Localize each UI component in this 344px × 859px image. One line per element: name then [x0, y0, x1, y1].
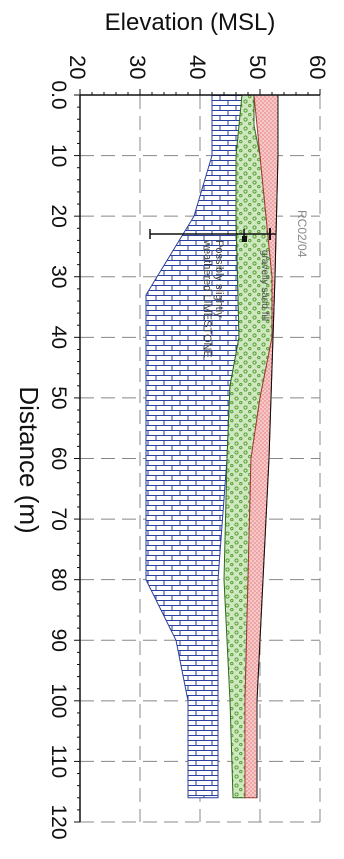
ground-surface-line	[256, 95, 279, 798]
distance-tick-label: 110	[47, 745, 70, 778]
distance-axis-title: Distance (m)	[14, 386, 44, 533]
fill-label: gravelly sand fill	[259, 250, 270, 321]
distance-tick-label: 0.0	[47, 80, 70, 109]
distance-tick-label: 60	[47, 447, 70, 470]
axes: 20 30 40 50 60 0.0 10 20 30 40 50 60 70 80 90 100 110 120	[47, 55, 330, 840]
elevation-tick-label: 50	[245, 55, 270, 79]
elevation-axis-title: Elevation (MSL)	[105, 9, 276, 36]
distance-tick-label: 80	[47, 568, 70, 591]
elevation-tick-label: 20	[65, 55, 90, 79]
distance-tick-label: 90	[47, 629, 70, 652]
distance-tick-label: 100	[47, 683, 70, 718]
distance-tick-label: 50	[47, 386, 70, 409]
soil-layers	[145, 94, 279, 799]
elevation-tick-label: 40	[185, 55, 210, 79]
elevation-tick-label: 30	[125, 55, 150, 79]
distance-tick-label: 40	[47, 326, 70, 349]
distance-tick-label: 120	[47, 804, 70, 839]
distance-tick-label: 20	[47, 204, 70, 227]
distance-tick-label: 70	[47, 507, 70, 530]
rock-label-line2: weathered LIMESTONE	[201, 239, 213, 358]
borehole-label: RC02/04	[295, 210, 309, 258]
borehole-marker	[149, 228, 276, 242]
elevation-tick-label: 60	[305, 55, 330, 79]
distance-tick-label: 30	[47, 265, 70, 288]
rock-label-line1: Possibly slightly	[213, 240, 225, 318]
distance-tick-label: 10	[47, 144, 70, 167]
